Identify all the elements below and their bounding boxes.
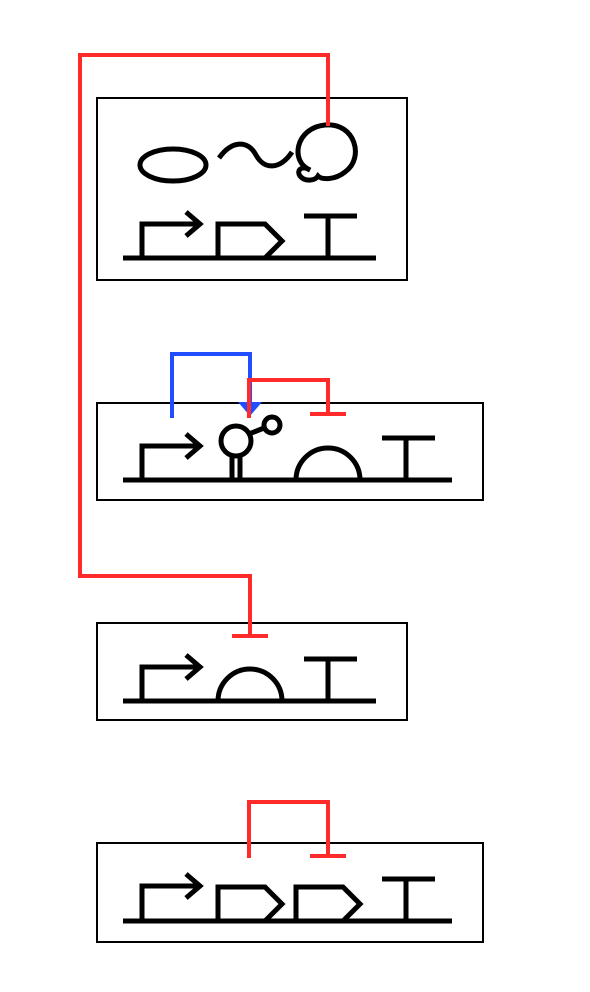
promoter-icon bbox=[139, 664, 197, 701]
repression-arrow bbox=[78, 53, 330, 636]
device-4 bbox=[96, 800, 484, 943]
rna-squiggle-icon bbox=[216, 141, 295, 169]
promoter-arrowhead-icon bbox=[184, 653, 204, 681]
aptamer-loop-icon bbox=[218, 423, 254, 459]
rbs-icon bbox=[215, 666, 285, 704]
cds-icon bbox=[215, 221, 286, 260]
promoter-arrowhead-icon bbox=[184, 432, 204, 460]
device-2-box bbox=[96, 402, 484, 501]
repression-arrow bbox=[247, 800, 330, 858]
terminator-icon bbox=[382, 435, 435, 480]
aptamer-icon bbox=[229, 455, 243, 480]
cds-icon bbox=[293, 884, 364, 923]
device-3 bbox=[96, 622, 408, 721]
cds-icon bbox=[215, 884, 286, 923]
repression-arrow bbox=[247, 378, 330, 418]
device-1-box bbox=[96, 97, 408, 281]
aptamer-bulb-icon bbox=[261, 414, 283, 436]
terminator-icon bbox=[304, 656, 357, 701]
terminator-icon bbox=[304, 213, 357, 258]
rbs-icon bbox=[293, 445, 363, 483]
device-2 bbox=[96, 352, 484, 501]
protein-bound-icon bbox=[295, 122, 358, 183]
device-4-box bbox=[96, 842, 484, 943]
promoter-icon bbox=[139, 221, 197, 258]
terminator-icon bbox=[382, 876, 435, 921]
activation-arrow bbox=[170, 352, 252, 418]
aptamer-stem-icon bbox=[248, 425, 265, 437]
protein-icon bbox=[137, 146, 209, 184]
promoter-icon bbox=[139, 443, 197, 480]
promoter-arrowhead-icon bbox=[184, 210, 204, 238]
promoter-arrowhead-icon bbox=[184, 872, 204, 900]
promoter-icon bbox=[139, 883, 197, 921]
device-1 bbox=[96, 97, 408, 281]
